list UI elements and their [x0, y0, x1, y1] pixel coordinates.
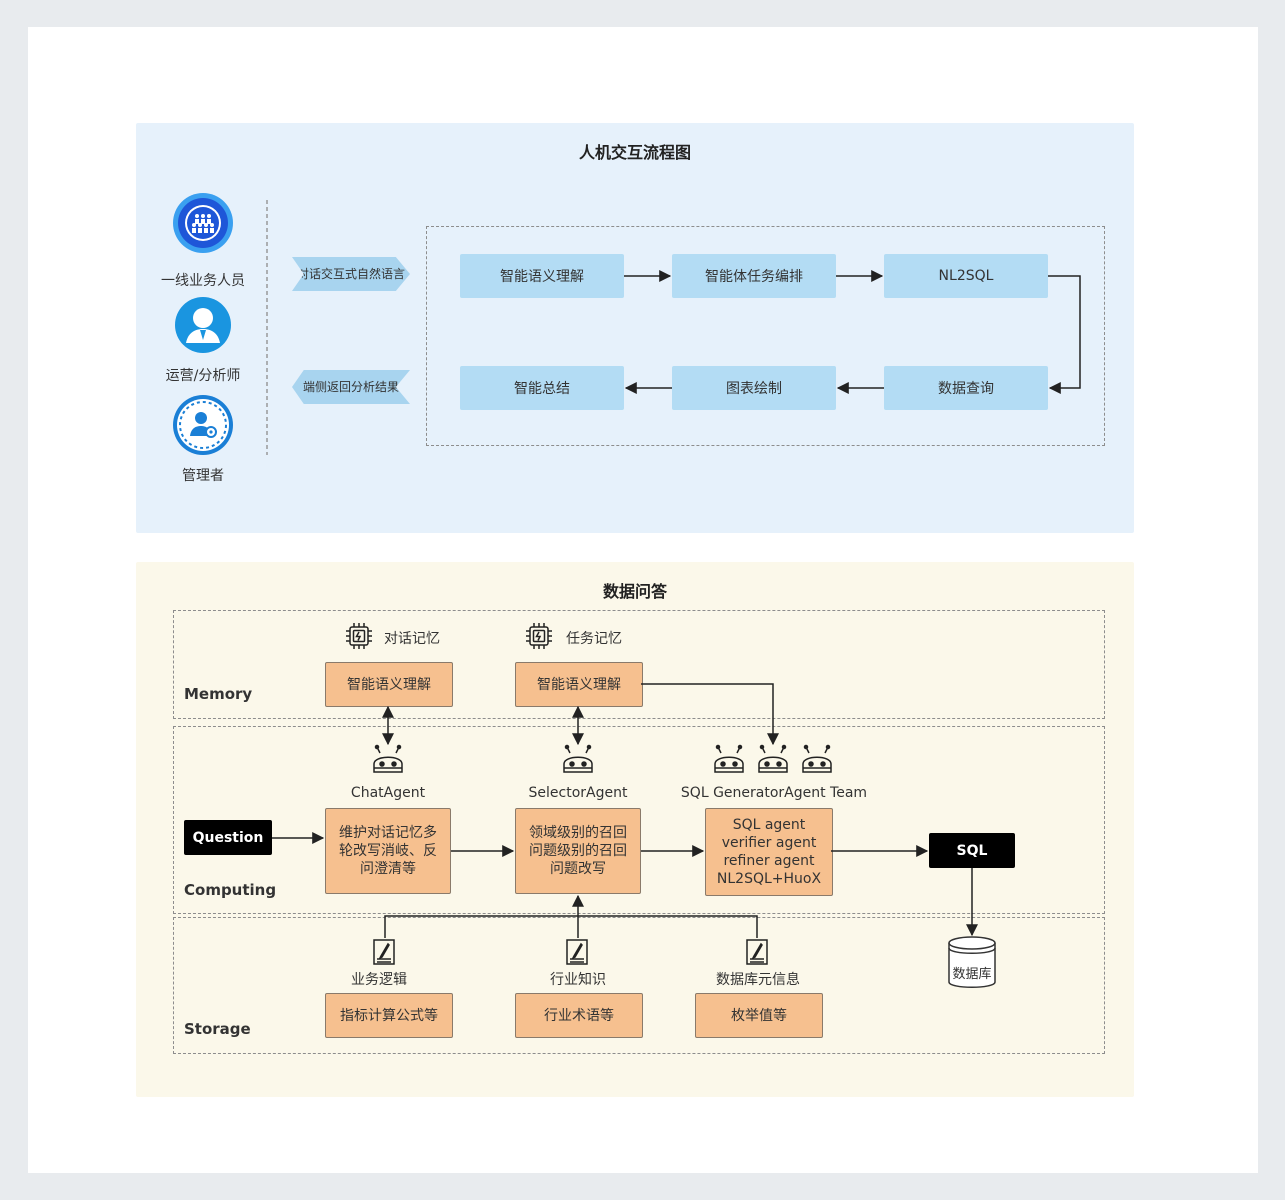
robot-icon: [756, 744, 790, 774]
user-label: 管理者: [182, 468, 224, 484]
panel-title: 数据问答: [602, 582, 667, 601]
chip-icon: [524, 621, 554, 651]
input-ribbon: 对话交互式自然语言: [292, 257, 410, 291]
sql-node: SQL: [929, 833, 1015, 868]
flow-step: 智能体任务编排: [672, 254, 836, 298]
team-icon: [172, 192, 234, 254]
storage-box: 行业术语等: [515, 993, 643, 1038]
layer-label-storage: Storage: [184, 1020, 251, 1038]
chip-icon: [344, 621, 374, 651]
agent-name: ChatAgent: [350, 785, 426, 801]
panel-title: 人机交互流程图: [578, 143, 691, 162]
manager-icon: [172, 394, 234, 456]
user-label: 一线业务人员: [161, 273, 245, 289]
memory-layer: [173, 610, 1105, 719]
document-icon: [745, 938, 771, 966]
document-icon: [372, 938, 398, 966]
question-node: Question: [184, 820, 272, 855]
database-label: 数据库: [952, 967, 992, 982]
agent-name: SelectorAgent: [528, 785, 628, 801]
sqlgen-agent-box: SQL agent verifier agent refiner agent N…: [705, 808, 833, 896]
layer-label-memory: Memory: [184, 685, 253, 703]
memory-label: 任务记忆: [566, 631, 622, 647]
memory-box: 智能语义理解: [325, 662, 453, 707]
sqlgen-line: verifier agent: [721, 835, 817, 851]
flow-step: 智能语义理解: [460, 254, 624, 298]
interaction-flow-panel: 人机交互流程图: [136, 123, 1134, 533]
robot-icon: [561, 744, 595, 774]
sqlgen-line: refiner agent: [723, 853, 815, 869]
flow-step: 智能总结: [460, 366, 624, 410]
output-ribbon: 端侧返回分析结果: [292, 370, 410, 404]
storage-box: 枚举值等: [695, 993, 823, 1038]
flow-container: [426, 226, 1105, 446]
agent-name: SQL GeneratorAgent Team: [680, 785, 868, 801]
document-icon: [565, 938, 591, 966]
storage-box: 指标计算公式等: [325, 993, 453, 1038]
person-icon: [174, 296, 232, 354]
robot-icon: [712, 744, 746, 774]
robot-icon: [800, 744, 834, 774]
flow-step: 数据查询: [884, 366, 1048, 410]
selector-agent-box: 领域级别的召回问题级别的召回问题改写: [515, 808, 641, 894]
user-label: 运营/分析师: [165, 368, 241, 384]
flow-step: 图表绘制: [672, 366, 836, 410]
sqlgen-line: NL2SQL+HuoX: [716, 871, 822, 887]
layer-label-computing: Computing: [184, 881, 277, 899]
chat-agent-box: 维护对话记忆多轮改写消岐、反问澄清等: [325, 808, 451, 894]
storage-label: 行业知识: [550, 972, 606, 988]
sqlgen-line: SQL agent: [732, 817, 806, 833]
memory-box: 智能语义理解: [515, 662, 643, 707]
computing-layer: [173, 726, 1105, 914]
storage-label: 数据库元信息: [716, 972, 800, 988]
database-icon: [946, 934, 998, 992]
flow-step: NL2SQL: [884, 254, 1048, 298]
robot-icon: [371, 744, 405, 774]
memory-label: 对话记忆: [384, 631, 440, 647]
storage-label: 业务逻辑: [351, 972, 407, 988]
